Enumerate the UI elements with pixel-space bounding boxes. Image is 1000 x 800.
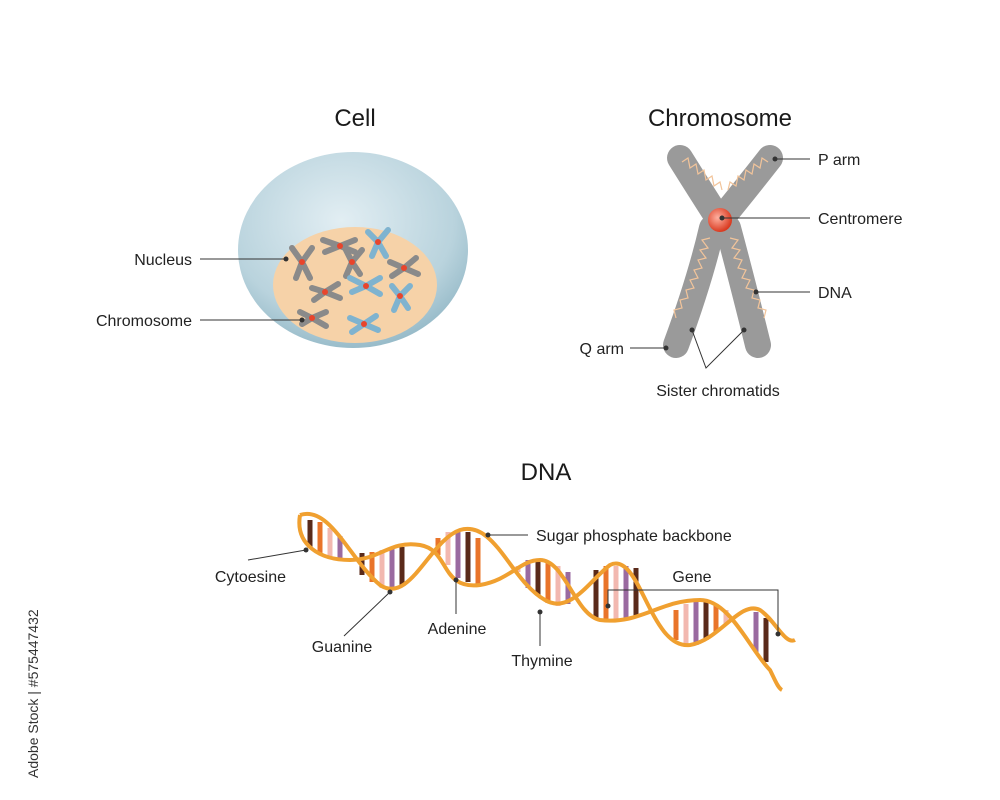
centromere: [708, 208, 732, 232]
chromosome-title: Chromosome: [648, 105, 792, 132]
chromosome-body: [663, 145, 783, 358]
centromere-leader-dot: [719, 215, 725, 221]
p-arm-label: P arm: [818, 152, 860, 169]
chromatid-lower-right: [715, 215, 771, 358]
chromatid-upper-right: [709, 145, 783, 231]
cytosine-leader-dot: [303, 547, 309, 553]
sister-chromatid-dot-left: [689, 327, 695, 333]
nucleus-label: Nucleus: [134, 252, 192, 269]
dna-title: DNA: [521, 459, 572, 486]
chromatid-lower-left: [663, 215, 725, 358]
cell-section: Cell: [96, 105, 468, 348]
cell-chromosome-leader-dot: [299, 317, 305, 323]
cytosine-leader: [247, 549, 307, 561]
gene-bracket: [607, 589, 779, 634]
q-arm-leader-dot: [663, 345, 669, 351]
chromosome-centromeres: [299, 239, 407, 327]
nucleus-leader-dot: [283, 256, 289, 262]
thymine-label: Thymine: [511, 653, 572, 670]
nucleus-chromosomes: [289, 227, 421, 335]
guanine-label: Guanine: [312, 639, 373, 656]
chromosome-gray: [289, 237, 421, 329]
dna-section: DNA Sugar phosphate backbone Cytoesine G…: [215, 459, 796, 692]
p-arm-leader-dot: [772, 156, 778, 162]
chromosome-section: Chromosome P arm Centromere DNA Q arm: [580, 105, 903, 400]
sister-chromatids-label: Sister chromatids: [656, 383, 780, 400]
dna-strand-b: [297, 514, 784, 692]
watermark-text: Adobe Stock | #575447432: [25, 609, 41, 778]
gene-bracket-dot-right: [775, 631, 781, 637]
cell-chromosome-label: Chromosome: [96, 313, 192, 330]
chromatid-upper-left: [667, 145, 731, 231]
guanine-leader: [343, 591, 391, 637]
backbone-leader-dot: [485, 532, 491, 538]
chromosome-dna-coil: [673, 157, 769, 319]
gene-label: Gene: [672, 569, 711, 586]
gene-bracket-dot-left: [605, 603, 611, 609]
cell-title: Cell: [334, 105, 375, 132]
cytosine-label: Cytoesine: [215, 569, 286, 586]
sugar-backbone-label: Sugar phosphate backbone: [536, 528, 732, 545]
chromosome-dna-label: DNA: [818, 285, 852, 302]
dna-chromosome-leader-dot: [753, 289, 759, 295]
guanine-leader-dot: [387, 589, 393, 595]
centromere-label: Centromere: [818, 211, 903, 228]
thymine-leader-dot: [537, 609, 543, 615]
watermark: Adobe Stock | #575447432: [18, 560, 41, 790]
sister-chromatid-dot-right: [741, 327, 747, 333]
q-arm-label: Q arm: [580, 341, 624, 358]
sister-chromatids-leader: [691, 329, 745, 369]
chromosome-blue: [347, 227, 413, 335]
adenine-label: Adenine: [428, 621, 487, 638]
adenine-leader-dot: [453, 577, 459, 583]
